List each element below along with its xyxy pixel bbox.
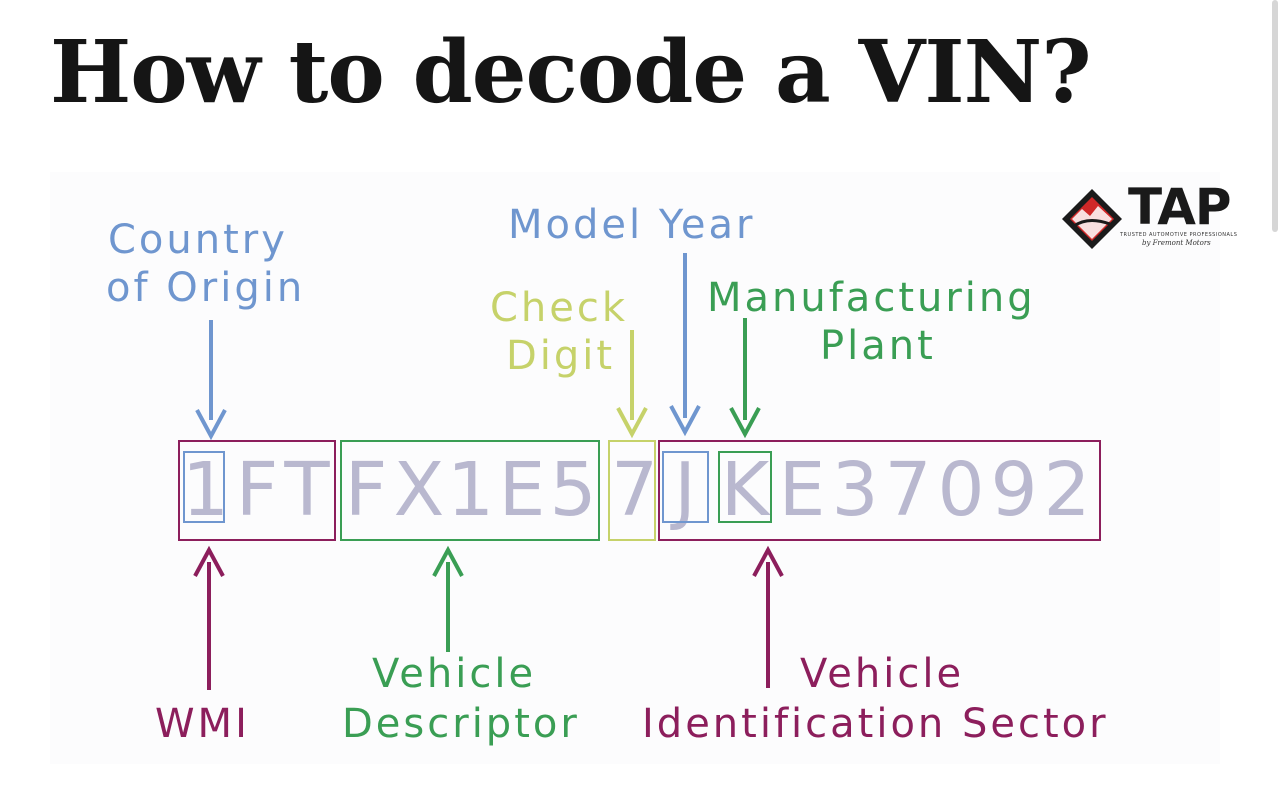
vin-char-11: K [720,447,770,533]
vin-char-13: 3 [831,447,879,533]
vin-char-4: F [344,447,388,533]
logo-byline: by Fremont Motors [1142,239,1211,247]
label-plant-line2: Plant [820,323,936,369]
vin-char-7: E [498,447,546,533]
label-country-line2: of Origin [106,265,306,311]
model-year-arrow [669,253,701,437]
plant-char-box [718,451,772,523]
label-country-line1: Country [108,217,288,263]
vin-char-16: 9 [990,447,1038,533]
check-digit-arrow [616,330,648,439]
vin-char-14: 7 [884,447,932,533]
plant-arrow [729,318,761,439]
descriptor-box [340,440,600,541]
vin-char-2: F [235,447,279,533]
label-plant-line1: Manufacturing [707,275,1036,321]
model-year-char-box [662,451,709,523]
label-descriptor-line2: Descriptor [342,701,580,747]
scrollbar[interactable] [1272,0,1278,232]
page-title: How to decode a VIN? [50,22,1092,123]
check-digit-box [608,440,656,541]
wmi-arrow [193,545,225,690]
vis-box [658,440,1101,541]
country-arrow [195,320,227,441]
vin-char-10: J [674,447,696,533]
label-model-year: Model Year [508,202,756,248]
vin-char-3: T [284,447,330,533]
vin-char-6: 1 [447,447,495,533]
label-descriptor-line1: Vehicle [372,651,537,697]
vin-char-17: 2 [1043,447,1091,533]
label-check-line1: Check [490,285,629,331]
vin-char-8: 5 [549,447,597,533]
vin-diagram-panel [50,172,1220,764]
logo-subtitle: TRUSTED AUTOMOTIVE PROFESSIONALS [1120,232,1238,238]
label-vis-line2: Identification Sector [642,701,1109,747]
vin-char-15: 0 [937,447,985,533]
vin-char-5: X [393,447,445,533]
tap-logo-icon [1062,189,1122,249]
label-wmi: WMI [155,701,250,747]
vin-char-9: 7 [611,447,659,533]
descriptor-arrow [432,545,464,652]
vin-char-12: E [778,447,826,533]
vis-arrow [752,545,784,688]
label-check-line2: Digit [506,333,616,379]
label-vis-line1: Vehicle [800,651,965,697]
vin-char-1: 1 [182,447,230,533]
country-char-box [183,451,225,523]
logo-wordmark: TAP [1128,178,1232,236]
wmi-box [178,440,336,541]
